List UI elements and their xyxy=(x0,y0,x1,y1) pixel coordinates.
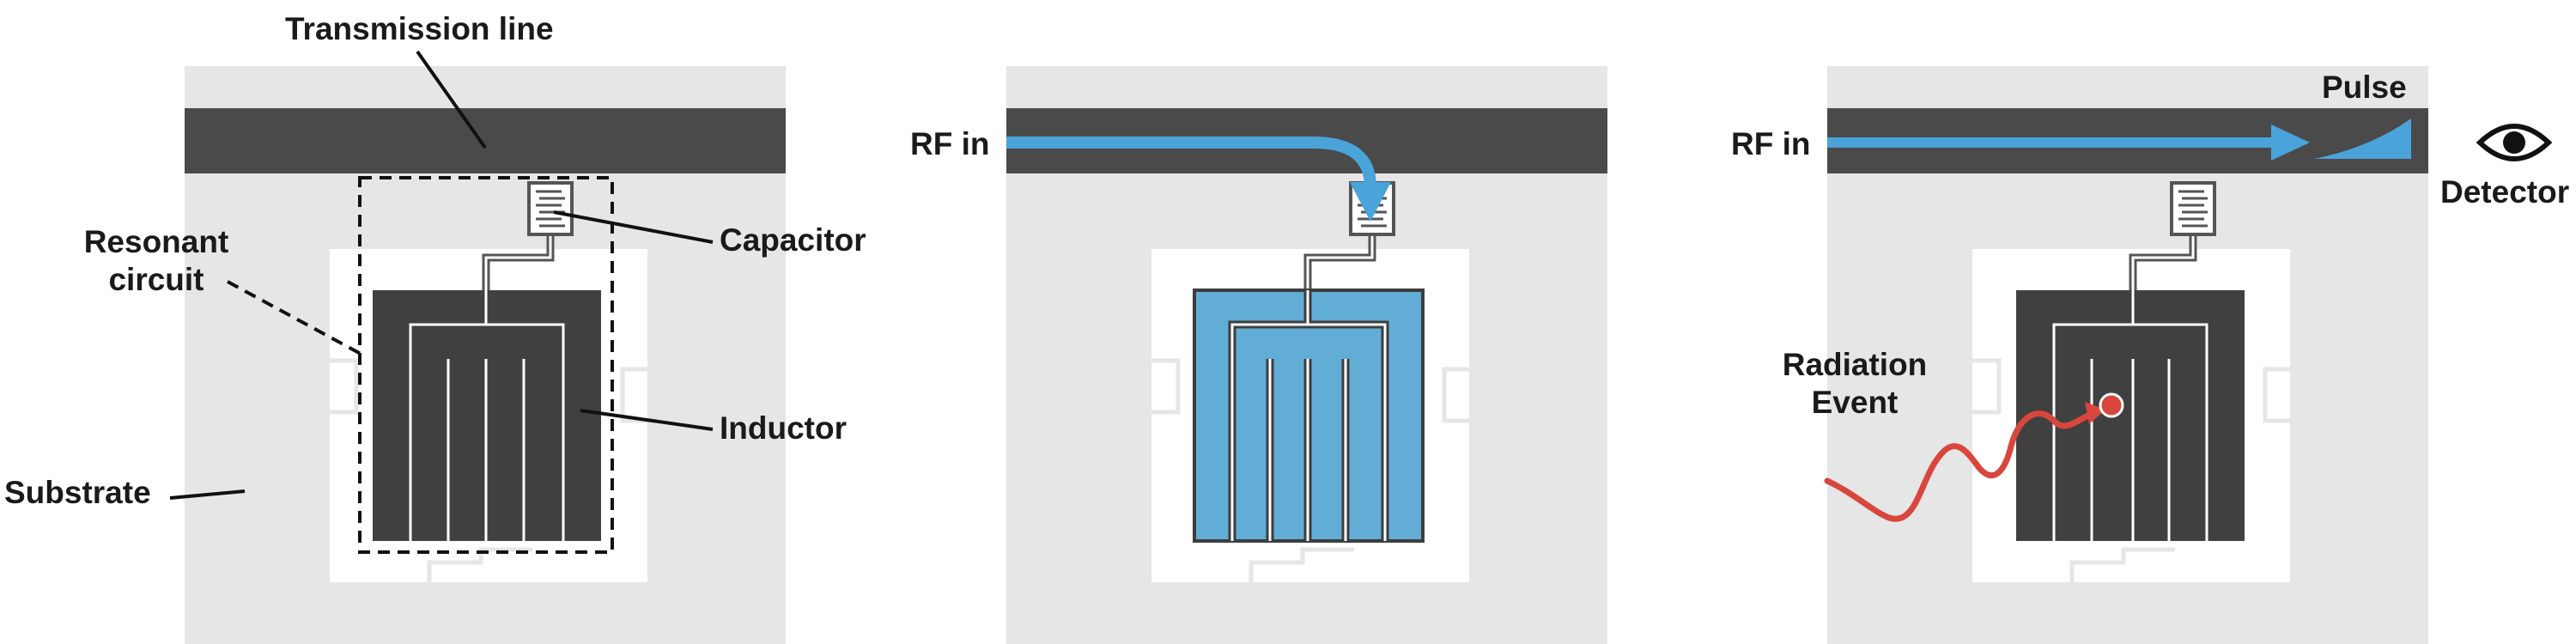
substrate-label: Substrate xyxy=(4,475,151,510)
pulse-label: Pulse xyxy=(2322,70,2407,105)
rf-signal-arrow-panel-2 xyxy=(1006,137,1376,188)
resonant-circuit-label-line1: Resonant xyxy=(83,224,229,259)
rf-in-label-panel-3: RF in xyxy=(1731,126,1811,161)
transmission-line-label: Transmission line xyxy=(285,11,554,46)
capacitor-symbol-panel-1 xyxy=(527,181,574,236)
radiation-event-label: Radiation Event xyxy=(1769,346,1941,422)
transmission-line-panel-1 xyxy=(185,108,786,173)
resonant-circuit-label: Resonant circuit xyxy=(79,223,234,299)
panel-1-leader-lines xyxy=(169,50,714,500)
substrate-leader xyxy=(169,489,246,500)
inductor-meander-panel-3 xyxy=(2052,290,2208,541)
transmission-line-leader xyxy=(416,50,487,149)
resonant-circuit-outline xyxy=(358,176,614,554)
rf-signal-arrowhead-panel-2 xyxy=(1350,182,1391,222)
capacitor-label: Capacitor xyxy=(720,222,866,258)
radiation-arrowhead xyxy=(2085,402,2105,424)
radiation-event-dot xyxy=(2099,392,2124,418)
detector-label: Detector xyxy=(2440,174,2570,210)
rf-in-label-panel-2: RF in xyxy=(910,126,990,161)
pulse-waveform xyxy=(2314,118,2411,159)
resonant-circuit-label-line2: circuit xyxy=(108,262,204,297)
capacitor-leader xyxy=(553,210,714,244)
inductor-label: Inductor xyxy=(720,410,847,446)
panel-3-structure xyxy=(1824,66,2428,644)
rf-signal-arrowhead-panel-3 xyxy=(2271,125,2310,161)
inductor-meander-panel-1 xyxy=(409,290,565,541)
radiation-event-label-line1: Radiation xyxy=(1782,347,1928,382)
capacitor-symbol-panel-3 xyxy=(2170,181,2216,236)
panel-1-structure xyxy=(185,66,786,644)
eye-icon xyxy=(2476,124,2553,161)
radiation-event-label-line2: Event xyxy=(1811,385,1899,420)
inductor-leader xyxy=(580,409,714,431)
radiation-wave xyxy=(1824,409,2099,522)
panel-2-structure xyxy=(1006,66,1607,644)
resonant-circuit-leader xyxy=(227,280,361,355)
